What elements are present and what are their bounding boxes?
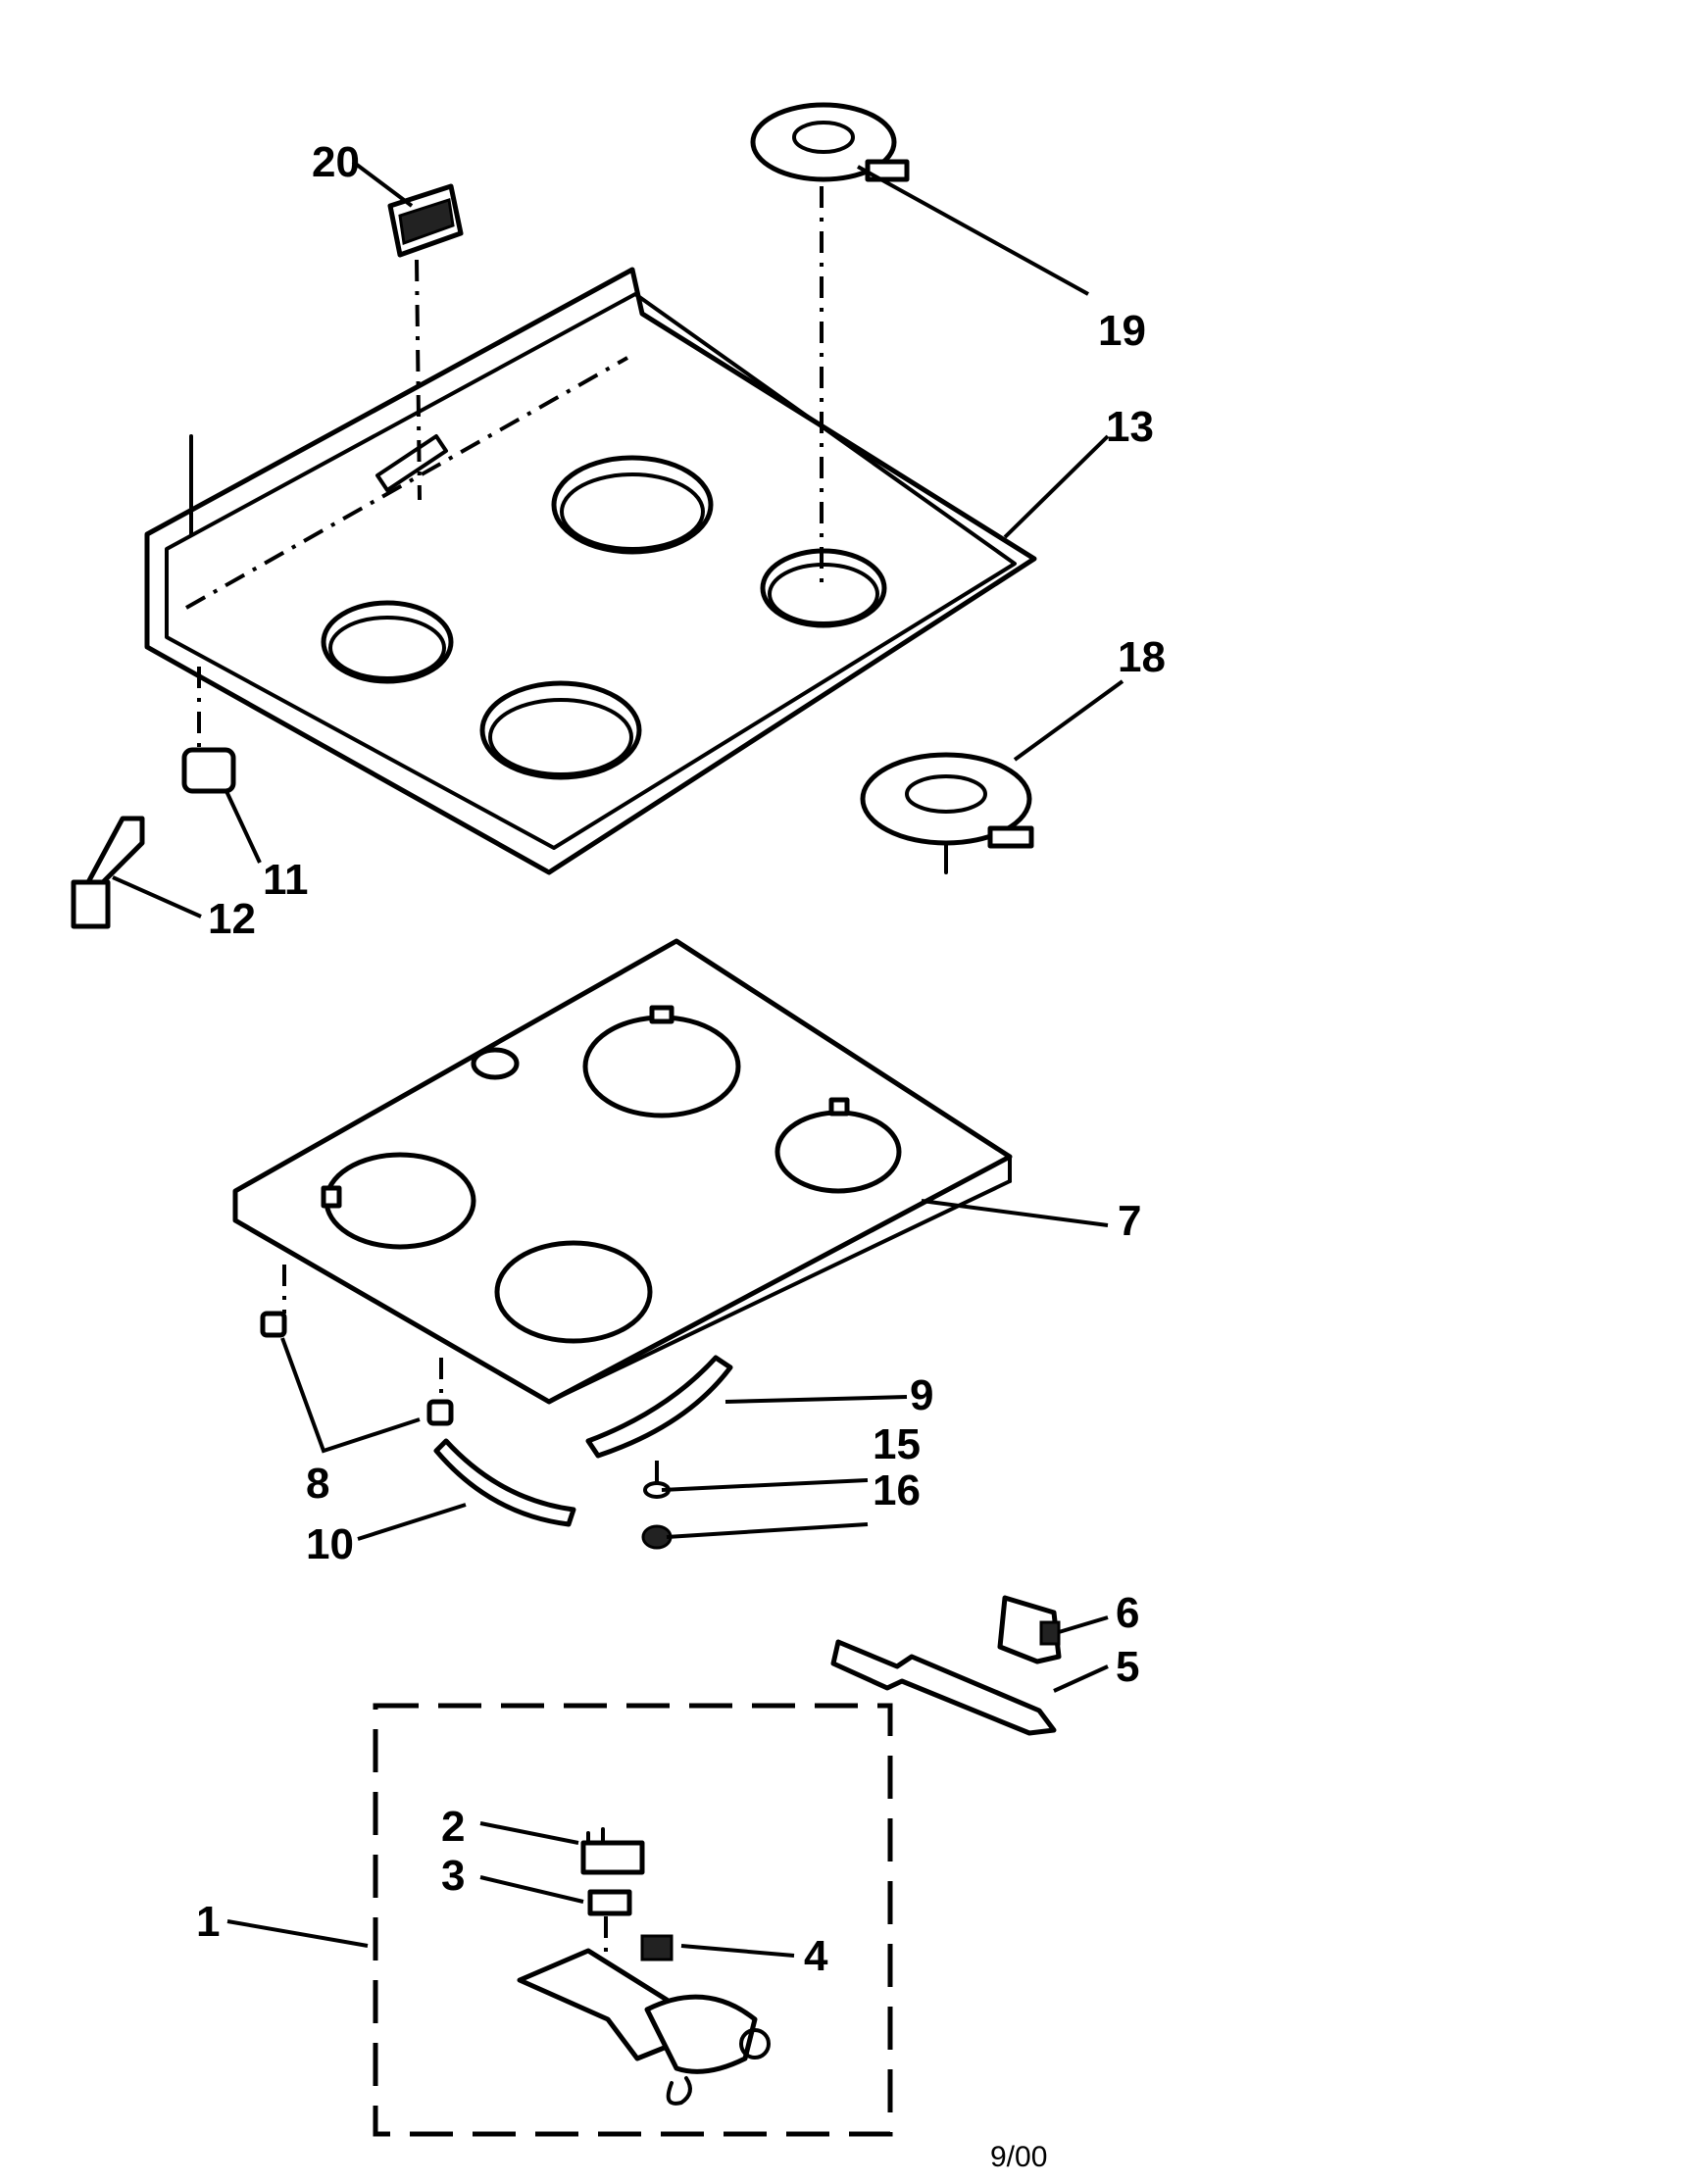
cooktop-main-top	[144, 267, 1037, 875]
callout-9: 9	[910, 1371, 933, 1419]
surface-element-large	[860, 752, 1034, 874]
callout-20: 20	[312, 138, 360, 186]
switch-kit-frame	[373, 1703, 893, 2137]
callout-19: 19	[1098, 307, 1146, 355]
callout-8: 8	[306, 1460, 329, 1508]
callout-15: 15	[873, 1420, 921, 1468]
callout-7: 7	[1118, 1197, 1141, 1245]
surface-element-small	[750, 102, 910, 583]
callout-5: 5	[1116, 1643, 1139, 1691]
callout-12: 12	[208, 895, 256, 943]
callout-3: 3	[441, 1852, 465, 1900]
element-brackets	[433, 1355, 733, 1550]
clips	[260, 1311, 454, 1426]
hinge-assembly	[71, 434, 236, 929]
callout-4: 4	[804, 1932, 828, 1980]
callout-labels: 20 19 13 18 11 12 7 9 15 16 8 10 6 5 2 3…	[196, 138, 1166, 1980]
terminal-bracket	[830, 1595, 1062, 1736]
callout-2: 2	[441, 1803, 465, 1851]
callout-6: 6	[1116, 1589, 1139, 1637]
date-code: 9/00	[990, 2141, 1047, 2173]
callout-13: 13	[1106, 403, 1154, 451]
callout-10: 10	[306, 1520, 354, 1568]
callout-1: 1	[196, 1898, 220, 1946]
callout-16: 16	[873, 1466, 921, 1514]
leader-lines	[112, 160, 1124, 1958]
callout-18: 18	[1118, 633, 1166, 681]
cooktop-panel	[232, 938, 1013, 1405]
callout-11: 11	[263, 856, 309, 904]
